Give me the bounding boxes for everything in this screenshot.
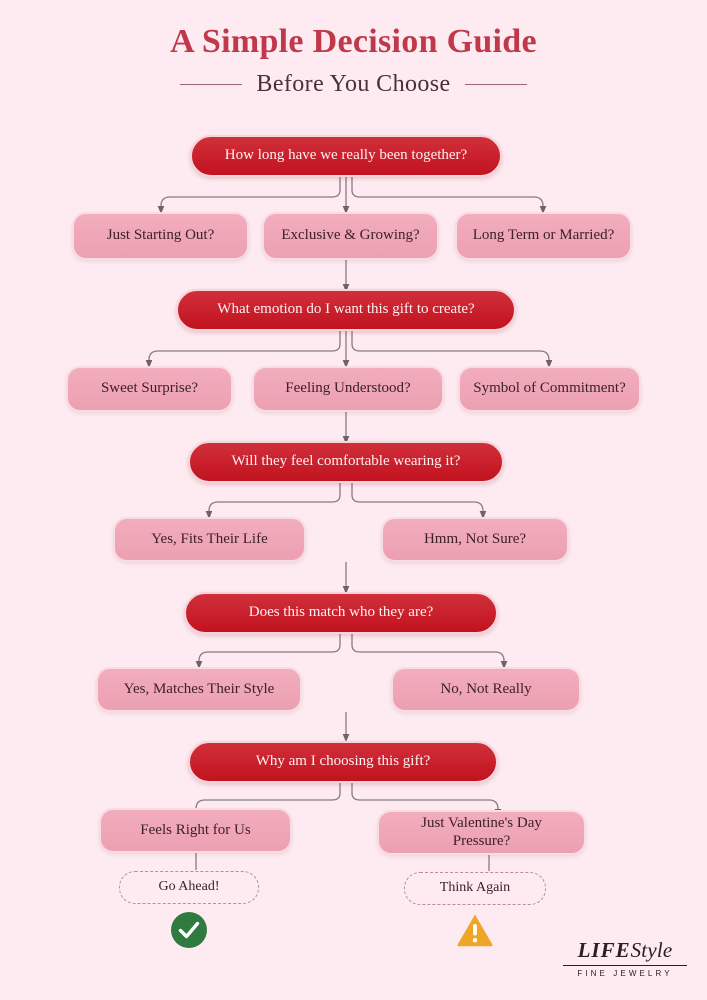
option-node-2-2[interactable]: Feeling Understood? — [252, 366, 444, 412]
option-node-1-1[interactable]: Just Starting Out? — [72, 212, 249, 260]
check-circle-icon — [170, 911, 208, 949]
rule-right — [464, 83, 527, 85]
logo-word-life: LIFE — [577, 938, 631, 962]
option-node-4-2[interactable]: No, Not Really — [391, 667, 581, 712]
outcome-node-think-again[interactable]: Think Again — [404, 872, 546, 905]
question-node-4[interactable]: Does this match who they are? — [184, 592, 498, 634]
question-node-1[interactable]: How long have we really been together? — [190, 135, 502, 177]
logo-word-style: Style — [630, 938, 673, 962]
brand-logo: LIFEStyle FINE JEWELRY — [559, 938, 691, 978]
page-title: A Simple Decision Guide — [170, 23, 537, 60]
question-node-5[interactable]: Why am I choosing this gift? — [188, 741, 498, 783]
option-node-3-2[interactable]: Hmm, Not Sure? — [381, 517, 569, 562]
option-node-1-3[interactable]: Long Term or Married? — [455, 212, 632, 260]
option-node-1-2[interactable]: Exclusive & Growing? — [262, 212, 439, 260]
warning-triangle-icon — [456, 911, 494, 949]
page-header: A Simple Decision Guide Before You Choos… — [0, 22, 707, 98]
question-node-3[interactable]: Will they feel comfortable wearing it? — [188, 441, 504, 483]
logo-wordmark: LIFEStyle — [559, 938, 691, 963]
page-subtitle: Before You Choose — [256, 70, 451, 97]
option-node-3-1[interactable]: Yes, Fits Their Life — [113, 517, 306, 562]
question-node-2[interactable]: What emotion do I want this gift to crea… — [176, 289, 516, 331]
rule-left — [180, 83, 243, 85]
outcome-node-go-ahead[interactable]: Go Ahead! — [119, 871, 259, 904]
option-node-5-1[interactable]: Feels Right for Us — [99, 808, 292, 853]
option-node-2-1[interactable]: Sweet Surprise? — [66, 366, 233, 412]
option-node-4-1[interactable]: Yes, Matches Their Style — [96, 667, 302, 712]
option-node-5-2[interactable]: Just Valentine's Day Pressure? — [377, 810, 586, 855]
logo-divider — [563, 965, 687, 966]
subtitle-row: Before You Choose — [0, 71, 707, 98]
option-node-2-3[interactable]: Symbol of Commitment? — [458, 366, 641, 412]
logo-tagline: FINE JEWELRY — [577, 969, 673, 978]
